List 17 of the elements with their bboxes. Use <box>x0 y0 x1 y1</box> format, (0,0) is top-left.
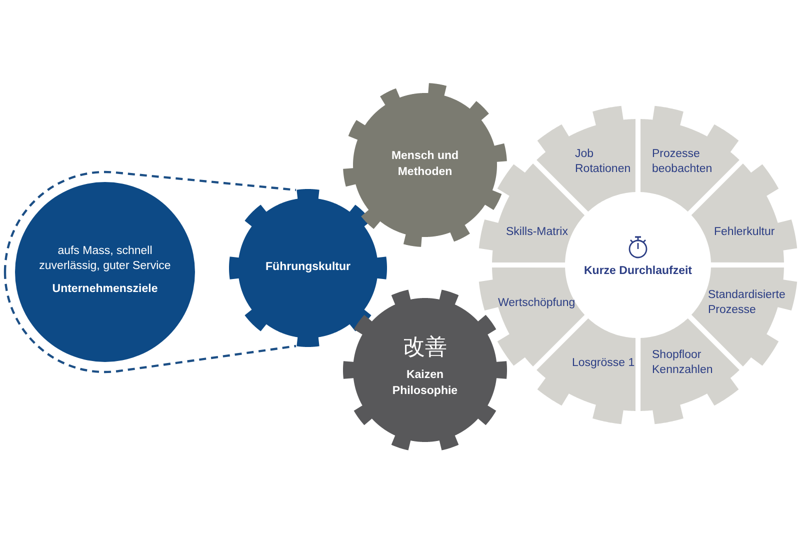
segment-label: Losgrösse 1 <box>572 356 636 370</box>
segment-label: Wertschöpfung <box>498 296 576 310</box>
gear-label: Kaizen Philosophie <box>391 368 459 399</box>
gear-label: Mensch und Methoden <box>390 149 460 180</box>
segment-label: Job Rotationen <box>575 147 632 177</box>
belt-line <box>4 272 296 374</box>
goal-title: Unternehmensziele <box>51 282 159 297</box>
belt-line <box>4 170 296 272</box>
segment-label: Skills-Matrix <box>506 224 569 240</box>
gear-label: Führungskultur <box>264 260 352 275</box>
segment-label: Fehlerkultur <box>714 224 776 240</box>
kaizen-characters: 改善 <box>402 334 448 362</box>
segment-label: Prozesse beobachten <box>652 147 714 177</box>
hub-label: Kurze Durchlaufzeit <box>583 264 693 279</box>
segment-label: Shopfloor Kennzahlen <box>652 348 714 378</box>
segment-label: Standardisierte Prozesse <box>708 288 786 318</box>
goal-text: aufs Mass, schnell zuverlässig, guter Service <box>38 244 172 274</box>
